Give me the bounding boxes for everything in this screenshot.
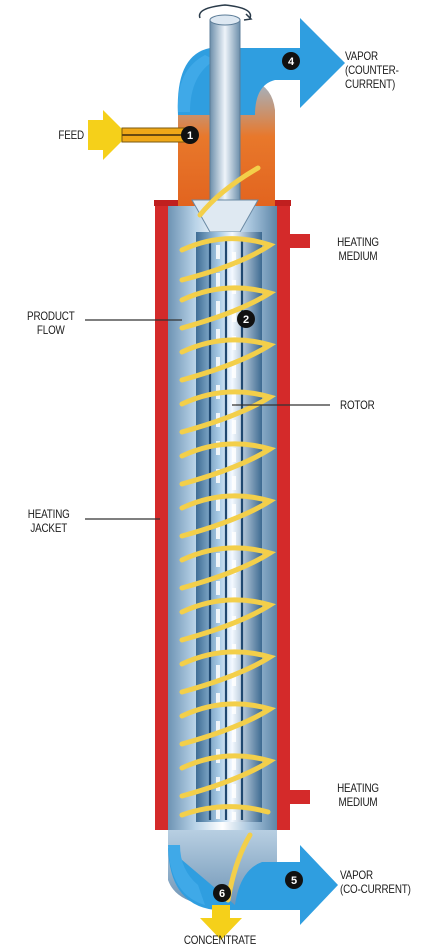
marker-2-number: 2 (243, 314, 249, 326)
marker-4-number: 4 (288, 56, 295, 68)
heating-medium-inlet-pipe (288, 234, 310, 248)
label-vapor-co-current: VAPOR (CO-CURRENT) (340, 868, 422, 896)
label-heating-medium-top: HEATING MEDIUM (325, 235, 391, 263)
marker-6-number: 6 (219, 888, 225, 900)
label-feed: FEED (32, 128, 84, 142)
heating-medium-outlet-pipe (288, 790, 310, 804)
marker-5-number: 5 (291, 875, 297, 887)
label-product-flow: PRODUCT FLOW (18, 309, 84, 337)
label-vapor-counter-current: VAPOR (COUNTER- CURRENT) (345, 49, 423, 91)
rotor-shaft-top (210, 15, 240, 25)
label-concentrate: CONCENTRATE (169, 933, 271, 947)
marker-1-number: 1 (187, 130, 193, 142)
label-heating-jacket: HEATING JACKET (20, 507, 77, 535)
marker-1: 1 (181, 126, 199, 144)
label-heating-medium-bottom: HEATING MEDIUM (325, 781, 391, 809)
label-rotor: ROTOR (340, 398, 389, 412)
marker-4: 4 (282, 52, 300, 70)
marker-2: 2 (237, 310, 255, 328)
marker-5: 5 (285, 871, 303, 889)
marker-6: 6 (213, 884, 231, 902)
